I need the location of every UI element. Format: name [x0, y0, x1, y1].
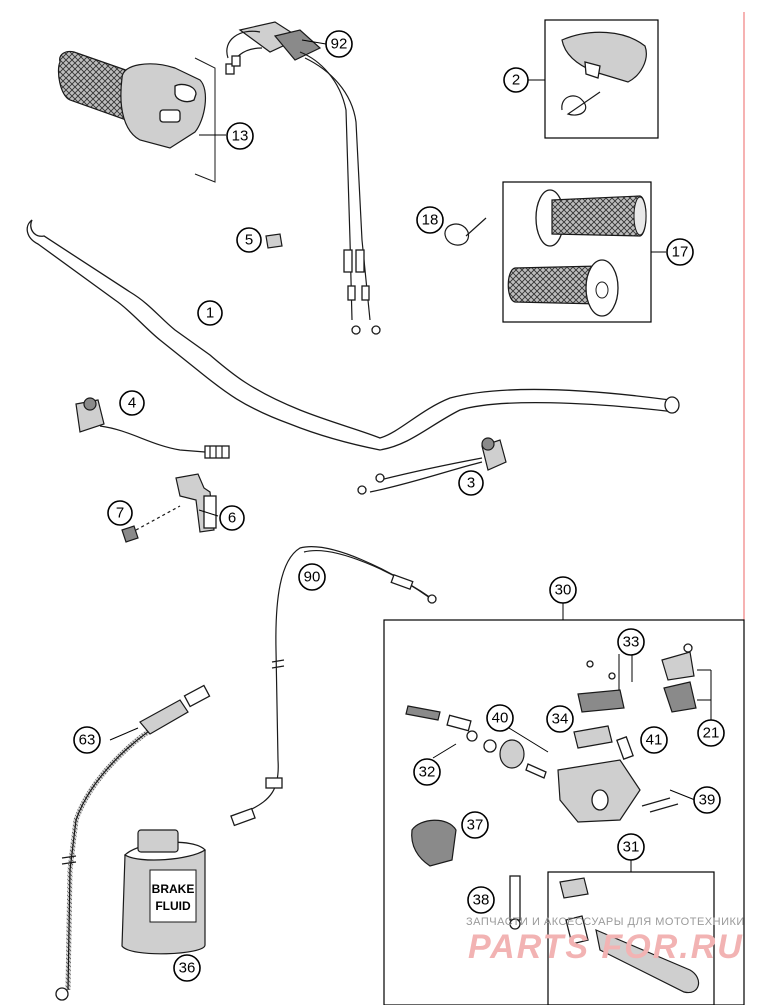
callout-37: 37: [461, 811, 489, 839]
cable-tie: [444, 217, 487, 246]
callout-90: 90: [298, 563, 326, 591]
callout-92: 92: [325, 30, 353, 58]
callout-30-label: 30: [555, 582, 572, 599]
callout-41: 41: [640, 726, 668, 754]
clutch-cable: [230, 546, 437, 827]
kill-switch: [75, 397, 230, 459]
brake-fluid-bottle: BRAKE FLUID: [121, 829, 206, 955]
watermark-subtitle: ЗАПЧАСТИ И АКСЕССУАРЫ ДЛЯ МОТОТЕХНИКИ: [466, 916, 745, 928]
callout-6: 6: [219, 505, 245, 531]
callout-1-label: 1: [206, 305, 214, 322]
callout-30: 30: [549, 576, 577, 604]
callout-38-label: 38: [473, 892, 490, 909]
callout-63-label: 63: [79, 732, 96, 749]
callout-36: 36: [173, 954, 201, 982]
callout-63: 63: [73, 726, 101, 754]
callout-21: 21: [697, 719, 725, 747]
callout-1: 1: [197, 300, 223, 326]
callout-90-label: 90: [304, 569, 321, 586]
throttle-cables: [225, 21, 381, 335]
brake-master-cylinder-group: [383, 603, 745, 1005]
throttle-grip: [57, 50, 216, 183]
callout-6-label: 6: [228, 510, 236, 527]
callout-34-label: 34: [552, 711, 569, 728]
callout-40: 40: [486, 704, 514, 732]
callouts: 1 2 3 4 5 6 7 13 17 18 21 30 31 32 33 34…: [73, 30, 725, 982]
callout-2-label: 2: [512, 72, 520, 89]
callout-4-label: 4: [128, 395, 136, 412]
watermark: ЗАПЧАСТИ И АКСЕССУАРЫ ДЛЯ МОТОТЕХНИКИ PA…: [466, 916, 745, 966]
callout-39-label: 39: [699, 792, 716, 809]
handlebar: [26, 219, 680, 451]
callout-40-label: 40: [492, 710, 509, 727]
grip-cover-box: [544, 19, 659, 139]
callout-33: 33: [617, 628, 645, 656]
brake-fluid-label-line2: FLUID: [155, 899, 191, 913]
callout-17-label: 17: [672, 244, 689, 261]
watermark-brand: PARTS FOR.RU: [468, 928, 744, 966]
callout-3: 3: [458, 470, 484, 496]
callout-2: 2: [503, 67, 529, 93]
start-switch: [357, 437, 507, 495]
clip: [265, 233, 283, 249]
callout-36-label: 36: [179, 960, 196, 977]
callout-21-label: 21: [703, 725, 720, 742]
callout-31: 31: [617, 833, 645, 861]
callout-17: 17: [666, 238, 694, 266]
callout-5-label: 5: [245, 232, 253, 249]
grips-box: [502, 181, 652, 323]
callout-33-label: 33: [623, 634, 640, 651]
leader-lines: [109, 39, 712, 801]
callout-13: 13: [226, 122, 254, 150]
callout-34: 34: [546, 705, 574, 733]
callout-4: 4: [119, 390, 145, 416]
callout-32-label: 32: [419, 764, 436, 781]
brake-fluid-label-line1: BRAKE: [152, 882, 195, 896]
callout-32: 32: [413, 758, 441, 786]
callout-13-label: 13: [232, 128, 249, 145]
callout-7-label: 7: [116, 505, 124, 522]
callout-18-label: 18: [422, 212, 439, 229]
callout-5: 5: [236, 227, 262, 253]
callout-38: 38: [467, 886, 495, 914]
callout-3-label: 3: [467, 475, 475, 492]
callout-37-label: 37: [467, 817, 484, 834]
bracket: [121, 473, 217, 543]
callout-31-label: 31: [623, 839, 640, 856]
callout-7: 7: [107, 500, 133, 526]
callout-41-label: 41: [646, 732, 663, 749]
brake-line: [55, 684, 211, 1001]
brake-fluid-label-panel: [149, 869, 197, 923]
callout-18: 18: [416, 206, 444, 234]
callout-39: 39: [693, 786, 721, 814]
callout-92-label: 92: [331, 36, 348, 53]
